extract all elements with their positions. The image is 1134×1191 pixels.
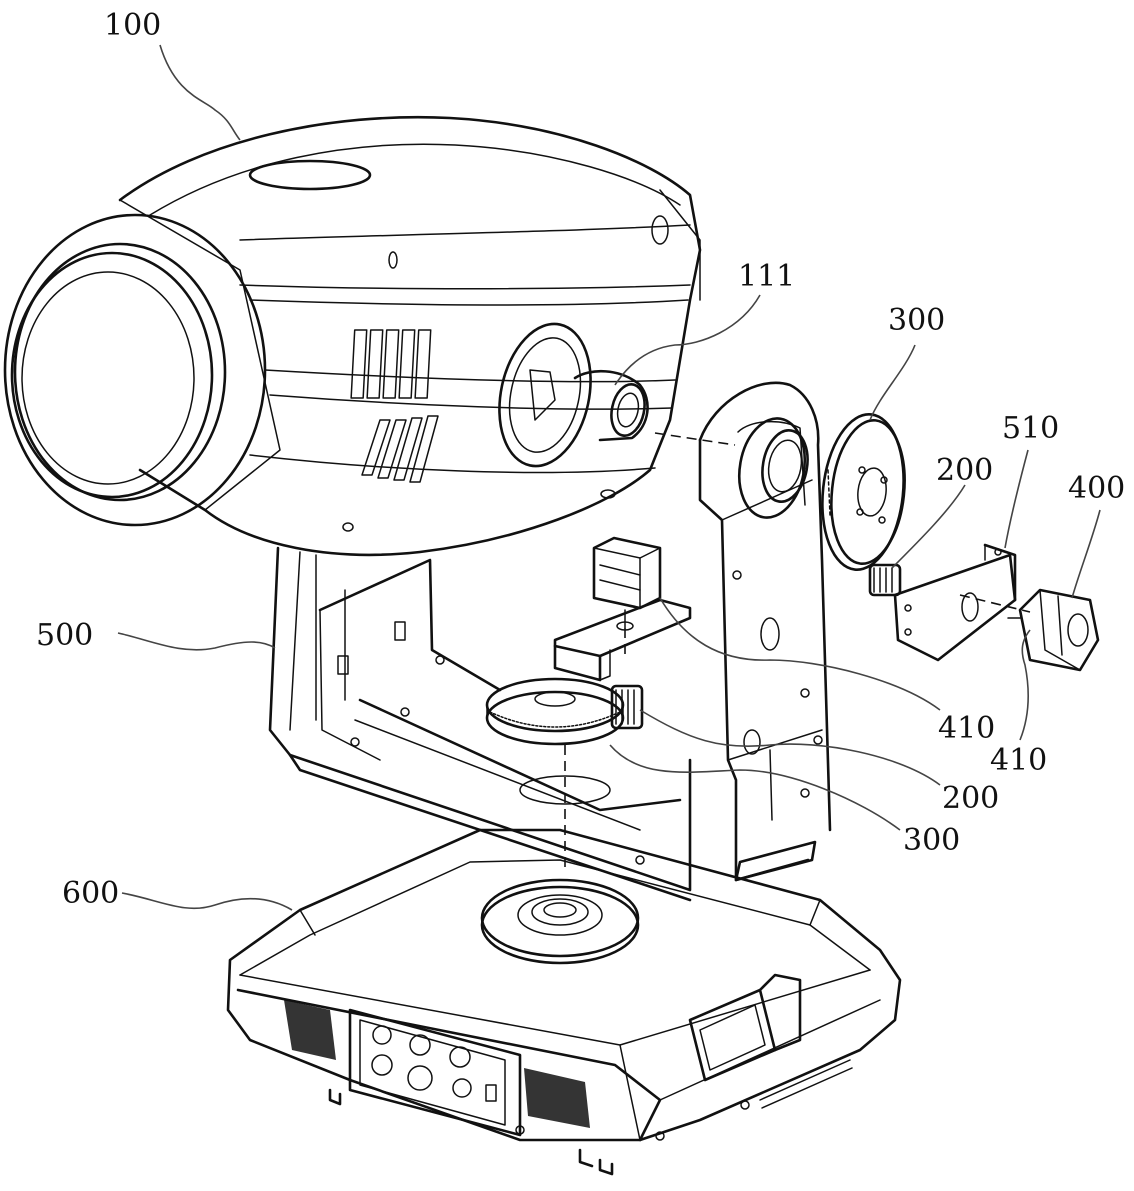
pan-pinion-200: [610, 684, 644, 730]
label-500: 500: [36, 618, 93, 653]
tilt-pinion-200: [868, 563, 902, 597]
tilt-hub-111: [498, 322, 649, 468]
grill-left: [284, 1000, 336, 1060]
reference-numerals: 100 111 300 510 200 400 500 410 410 200 …: [36, 8, 1125, 911]
base-600: [226, 828, 902, 1176]
pan-motor-assembly: [553, 536, 692, 682]
pan-gear-300: [485, 677, 625, 746]
grill-right: [524, 1068, 590, 1128]
tilt-motor-400: [1007, 588, 1100, 672]
label-600: 600: [62, 876, 119, 911]
tilt-gear-300: [821, 413, 906, 571]
label-410-right: 410: [990, 743, 1047, 778]
vent-slots-upper: [350, 329, 432, 399]
label-100: 100: [104, 8, 161, 43]
label-200-lower: 200: [942, 781, 999, 816]
lamp-head: [3, 115, 702, 557]
label-300-upper: 300: [888, 303, 945, 338]
yoke-500: [268, 381, 832, 902]
label-200-upper: 200: [936, 453, 993, 488]
assembly-axes: [564, 432, 1031, 870]
label-111: 111: [738, 259, 795, 294]
label-410-left: 410: [938, 711, 995, 746]
leader-lines: [117, 44, 1101, 911]
motor-bracket-510: [893, 543, 1017, 662]
label-510: 510: [1002, 411, 1059, 446]
vent-slots-lower: [361, 415, 439, 483]
label-400: 400: [1068, 471, 1125, 506]
label-300-lower: 300: [903, 823, 960, 858]
